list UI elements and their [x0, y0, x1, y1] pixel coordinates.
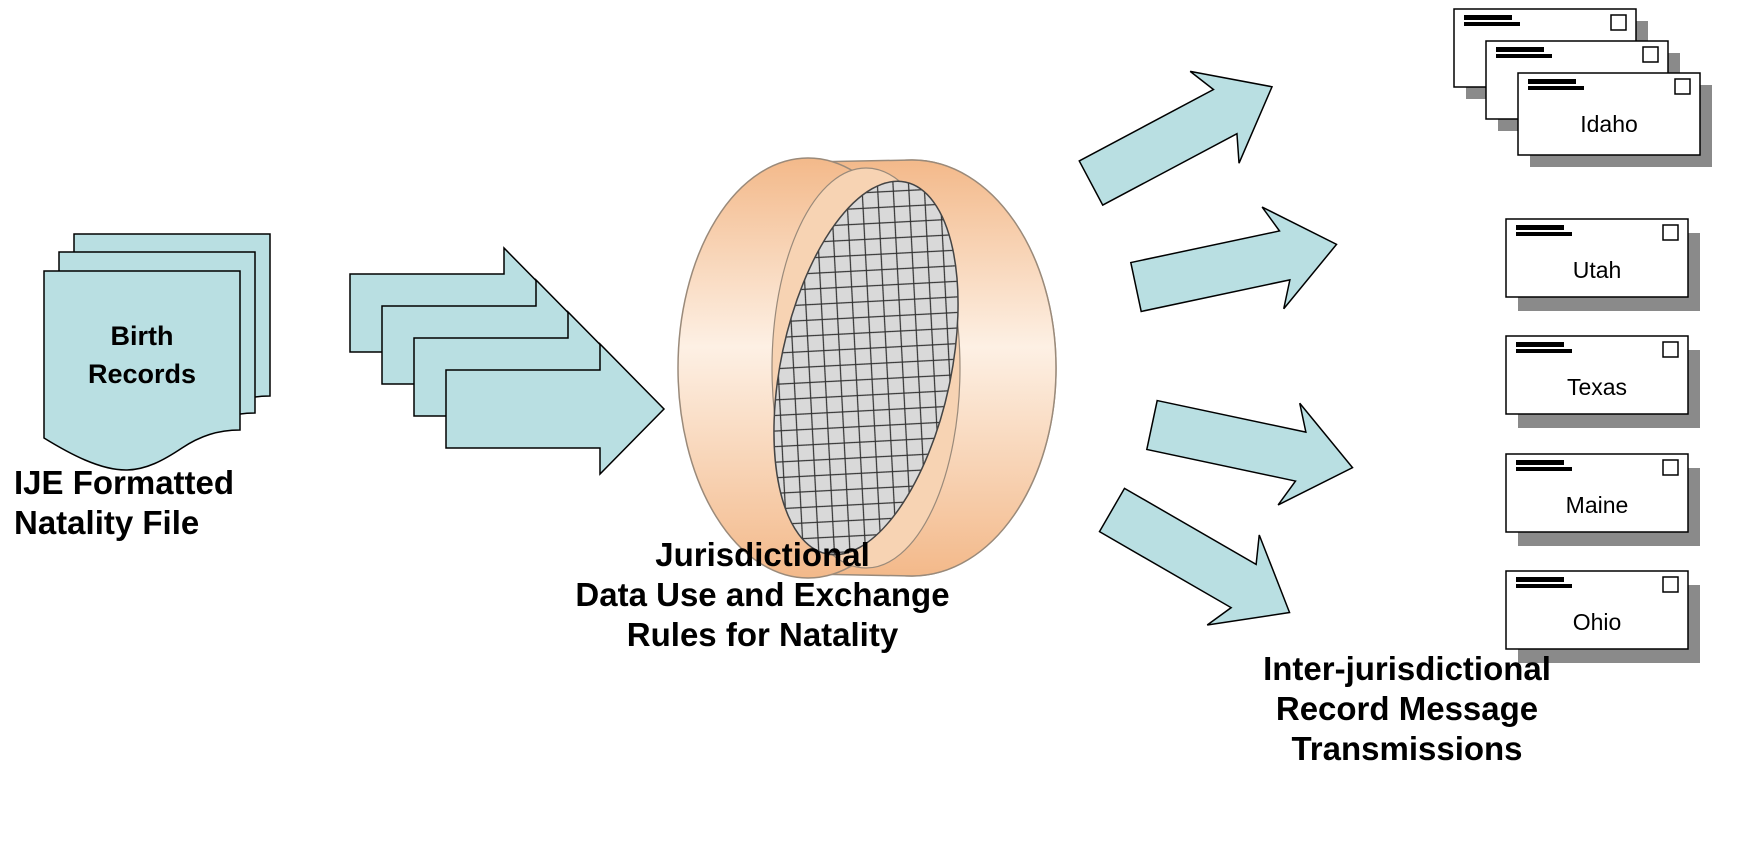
input-arrow-stack	[349, 246, 666, 476]
block-arrow-icon	[1098, 487, 1291, 626]
envelope-label: Maine	[1566, 492, 1629, 518]
birth-records-label-line1: Birth	[111, 321, 174, 351]
envelope-label: Ohio	[1573, 609, 1622, 635]
caption-line: Record Message	[1275, 690, 1539, 727]
envelope-icon: Maine	[1505, 453, 1700, 546]
caption-line: Data Use and Exchange	[575, 576, 950, 613]
caption-line: IJE Formatted	[14, 464, 235, 501]
caption-line: Inter-jurisdictional	[1263, 650, 1551, 687]
envelope-icon: Texas	[1505, 335, 1700, 428]
envelope-icon: Utah	[1505, 218, 1700, 311]
sieve-mesh	[773, 180, 959, 556]
envelope-icon: Idaho	[1517, 72, 1712, 167]
sieve-icon	[677, 157, 1057, 579]
caption-line: Jurisdictional	[655, 536, 870, 573]
envelope-label: Utah	[1573, 257, 1622, 283]
paper-sheet-front	[43, 270, 241, 471]
block-arrow-icon	[1145, 399, 1354, 506]
block-arrow-icon	[1078, 70, 1274, 207]
envelope-icon: Ohio	[1505, 570, 1700, 663]
birth-records-label-line2: Records	[88, 359, 196, 389]
envelope-label: Texas	[1567, 374, 1627, 400]
envelope-label: Idaho	[1580, 111, 1638, 137]
output-arrows	[1078, 70, 1354, 626]
caption-line: Natality File	[14, 504, 200, 541]
block-arrow-icon	[445, 342, 666, 476]
caption-line: Rules for Natality	[626, 616, 899, 653]
input-file-caption: IJE Formatted Natality File	[14, 463, 234, 543]
transmissions-caption: Inter-jurisdictional Record Message Tran…	[1252, 649, 1562, 769]
caption-line: Transmissions	[1291, 730, 1523, 767]
block-arrow-icon	[1129, 206, 1338, 313]
document-stack-icon: Birth Records	[43, 233, 271, 471]
rules-caption: Jurisdictional Data Use and Exchange Rul…	[565, 535, 960, 655]
